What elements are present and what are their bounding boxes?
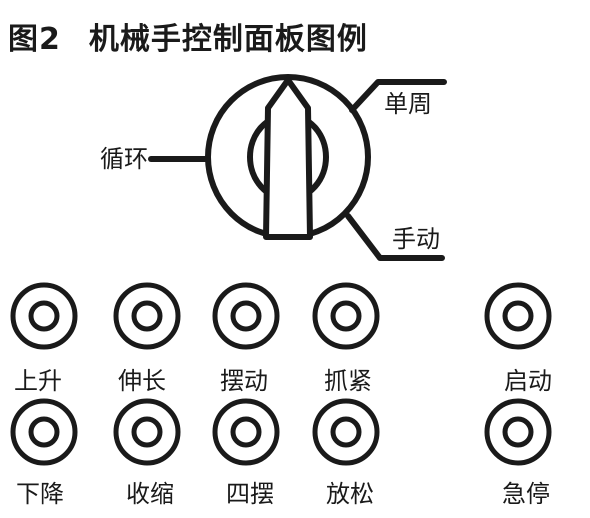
- button-grip[interactable]: [312, 282, 380, 350]
- button-outer-ring: [212, 398, 280, 466]
- button-retract[interactable]: [113, 398, 181, 466]
- button-up[interactable]: [10, 282, 78, 350]
- button-label-up: 上升: [14, 367, 62, 395]
- button-label-grip: 抓紧: [324, 367, 372, 395]
- button-inner-ring: [230, 416, 262, 448]
- button-label-estop: 急停: [502, 480, 550, 508]
- figure-number: 图2: [8, 22, 61, 57]
- button-outer-ring: [113, 398, 181, 466]
- button-inner-ring: [131, 416, 163, 448]
- button-start[interactable]: [484, 282, 552, 350]
- button-inner-ring: [28, 300, 60, 332]
- button-outer-ring: [212, 282, 280, 350]
- button-outer-ring: [484, 398, 552, 466]
- button-label-swing: 摆动: [220, 367, 268, 395]
- button-outer-ring: [312, 398, 380, 466]
- button-swing[interactable]: [212, 282, 280, 350]
- button-outer-ring: [10, 282, 78, 350]
- button-label-release: 放松: [326, 480, 374, 508]
- figure-title-text: 机械手控制面板图例: [88, 22, 368, 57]
- button-inner-ring: [131, 300, 163, 332]
- manual-leader-line: [345, 213, 445, 261]
- single-leader-line: [349, 79, 447, 113]
- button-label-start: 启动: [504, 367, 552, 395]
- button-outer-ring: [312, 282, 380, 350]
- button-outer-ring: [10, 398, 78, 466]
- button-release[interactable]: [312, 398, 380, 466]
- button-estop[interactable]: [484, 398, 552, 466]
- figure-title: 图2 机械手控制面板图例: [8, 14, 368, 58]
- button-label-retract: 收缩: [126, 480, 174, 508]
- button-inner-ring: [230, 300, 262, 332]
- button-inner-ring: [28, 416, 60, 448]
- mode-label-single: 单周: [384, 90, 432, 118]
- mode-selector-knob[interactable]: [205, 74, 371, 240]
- button-swing4[interactable]: [212, 398, 280, 466]
- mode-label-manual: 手动: [392, 225, 440, 253]
- button-inner-ring: [502, 416, 534, 448]
- button-inner-ring: [330, 416, 362, 448]
- button-down[interactable]: [10, 398, 78, 466]
- button-label-extend: 伸长: [118, 367, 166, 395]
- button-inner-ring: [330, 300, 362, 332]
- button-outer-ring: [113, 282, 181, 350]
- button-outer-ring: [484, 282, 552, 350]
- button-label-down: 下降: [16, 480, 64, 508]
- button-label-swing4: 四摆: [226, 480, 274, 508]
- button-inner-ring: [502, 300, 534, 332]
- mode-label-cycle: 循环: [100, 145, 148, 173]
- knob-pointer: [263, 77, 313, 240]
- button-extend[interactable]: [113, 282, 181, 350]
